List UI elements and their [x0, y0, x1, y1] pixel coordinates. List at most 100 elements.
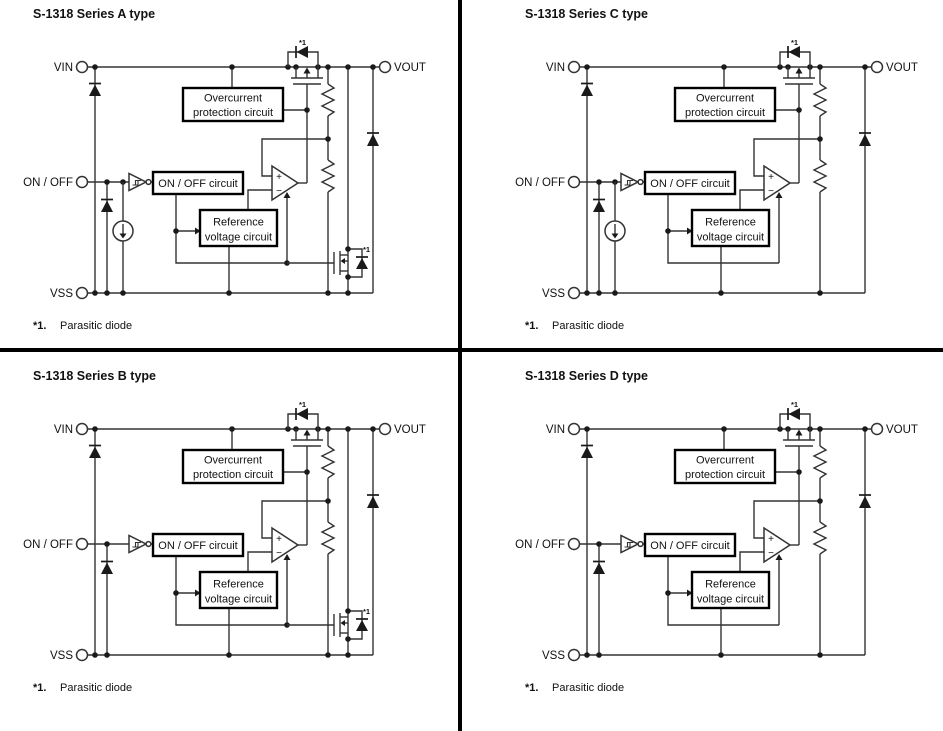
reference-label-line1: Reference — [213, 579, 264, 591]
circuit-svg: S-1318 Series C type — [515, 7, 918, 332]
overcurrent-protection-box: Overcurrent protection circuit — [673, 448, 777, 485]
vss-label: VSS — [542, 288, 565, 300]
opamp-plus-label: + — [276, 534, 282, 545]
shutdown-control-wire — [667, 556, 779, 626]
feedback-resistor-top — [320, 83, 336, 117]
overcurrent-protection-box: Overcurrent protection circuit — [673, 86, 777, 123]
opamp-plus-label: + — [768, 534, 774, 545]
overcurrent-label-line1: Overcurrent — [696, 455, 754, 467]
footnote-marker: *1. — [33, 320, 46, 332]
onoff-terminal: ON / OFF — [23, 175, 89, 189]
parasitic-diode-marker: *1 — [299, 400, 306, 409]
vin-label: VIN — [546, 424, 565, 436]
onoff-label: ON / OFF — [515, 177, 565, 189]
discharge-parasitic-diode — [356, 620, 368, 631]
onoff-pin-icon — [75, 175, 89, 189]
current-source-group — [112, 179, 134, 296]
reference-input-arrow — [687, 589, 693, 597]
opamp-minus-wire — [739, 189, 764, 210]
opamp: + − — [271, 526, 300, 564]
reference-label-line2: voltage circuit — [205, 594, 272, 606]
circuit-svg: S-1318 Series A type — [23, 7, 426, 332]
reference-voltage-box: Reference voltage circuit — [690, 570, 771, 610]
junction-dots — [584, 426, 868, 658]
overcurrent-label-line1: Overcurrent — [204, 93, 262, 105]
reference-input-arrow — [195, 589, 201, 597]
vin-pin-icon — [567, 60, 581, 74]
overcurrent-protection-box: Overcurrent protection circuit — [181, 448, 285, 485]
vout-label: VOUT — [886, 62, 918, 74]
onoff-circuit-box: ON / OFF circuit — [151, 532, 245, 558]
overcurrent-label-line1: Overcurrent — [696, 93, 754, 105]
vss-terminal: VSS — [542, 648, 581, 662]
vin-terminal: VIN — [54, 60, 89, 74]
onoff-circuit-label: ON / OFF circuit — [650, 540, 729, 552]
circuit-diagram-C: S-1318 Series C type — [462, 0, 943, 348]
diagram-title: S-1318 Series A type — [33, 7, 155, 21]
vin-terminal: VIN — [546, 60, 581, 74]
esd-diode — [581, 82, 593, 96]
current-source-group — [604, 179, 626, 296]
onoff-circuit-label: ON / OFF circuit — [158, 178, 237, 190]
parasitic-diode — [296, 46, 308, 58]
vss-pin-icon — [567, 648, 581, 662]
output-protection-diode — [367, 132, 379, 146]
pass-mosfet: *1 — [779, 400, 815, 447]
feedback-resistor-top — [320, 445, 336, 479]
opamp-enable-arrow — [283, 554, 291, 560]
reference-label-line1: Reference — [705, 579, 756, 591]
vin-label: VIN — [54, 424, 73, 436]
onoff-pin-icon — [567, 175, 581, 189]
esd-diode — [581, 444, 593, 458]
circuit-svg: S-1318 Series B type — [23, 369, 426, 694]
parasitic-diode — [788, 408, 800, 420]
vout-terminal: VOUT — [378, 422, 426, 436]
feedback-resistor-top — [812, 445, 828, 479]
footnote-text: Parasitic diode — [552, 320, 624, 332]
opamp-minus-label: − — [276, 548, 282, 559]
reference-label-line2: voltage circuit — [697, 594, 764, 606]
overcurrent-label-line2: protection circuit — [685, 107, 765, 119]
shutdown-control-wire — [175, 556, 287, 626]
vout-terminal: VOUT — [870, 422, 918, 436]
onoff-circuit-box: ON / OFF circuit — [643, 532, 737, 558]
discharge-mosfet-group: *1 — [284, 426, 370, 658]
onoff-terminal: ON / OFF — [515, 175, 581, 189]
onoff-terminal: ON / OFF — [23, 537, 89, 551]
output-protection-diode — [367, 494, 379, 508]
feedback-resistor-bottom — [812, 159, 828, 193]
parasitic-diode — [296, 408, 308, 420]
vss-pin-icon — [75, 286, 89, 300]
footnote-marker: *1. — [525, 682, 538, 694]
vin-pin-icon — [75, 60, 89, 74]
pass-mosfet: *1 — [287, 400, 323, 447]
onoff-clamp-diode — [593, 198, 605, 212]
footnote-marker: *1. — [525, 320, 538, 332]
onoff-circuit-label: ON / OFF circuit — [650, 178, 729, 190]
opamp-plus-label: + — [768, 172, 774, 183]
reference-label-line2: voltage circuit — [205, 232, 272, 244]
vout-terminal: VOUT — [378, 60, 426, 74]
discharge-mosfet-group: *1 — [284, 64, 370, 296]
output-protection-diode — [859, 132, 871, 146]
onoff-circuit-label: ON / OFF circuit — [158, 540, 237, 552]
mosfet-body-arrow — [303, 429, 311, 436]
junction-dots — [92, 64, 376, 296]
opamp-plus-label: + — [276, 172, 282, 183]
circuit-diagram-B: S-1318 Series B type — [0, 352, 458, 731]
reference-label-line1: Reference — [213, 217, 264, 229]
vin-pin-icon — [567, 422, 581, 436]
vss-terminal: VSS — [50, 286, 89, 300]
feedback-wire — [753, 500, 820, 539]
vout-pin-icon — [378, 60, 392, 74]
onoff-clamp-diode — [101, 560, 113, 574]
reference-label-line1: Reference — [705, 217, 756, 229]
footnote-text: Parasitic diode — [60, 320, 132, 332]
vout-pin-icon — [870, 422, 884, 436]
overcurrent-label-line1: Overcurrent — [204, 455, 262, 467]
onoff-circuit-box: ON / OFF circuit — [643, 170, 737, 196]
onoff-pin-icon — [567, 537, 581, 551]
onoff-terminal: ON / OFF — [515, 537, 581, 551]
feedback-wire — [261, 500, 328, 539]
vout-pin-icon — [378, 422, 392, 436]
